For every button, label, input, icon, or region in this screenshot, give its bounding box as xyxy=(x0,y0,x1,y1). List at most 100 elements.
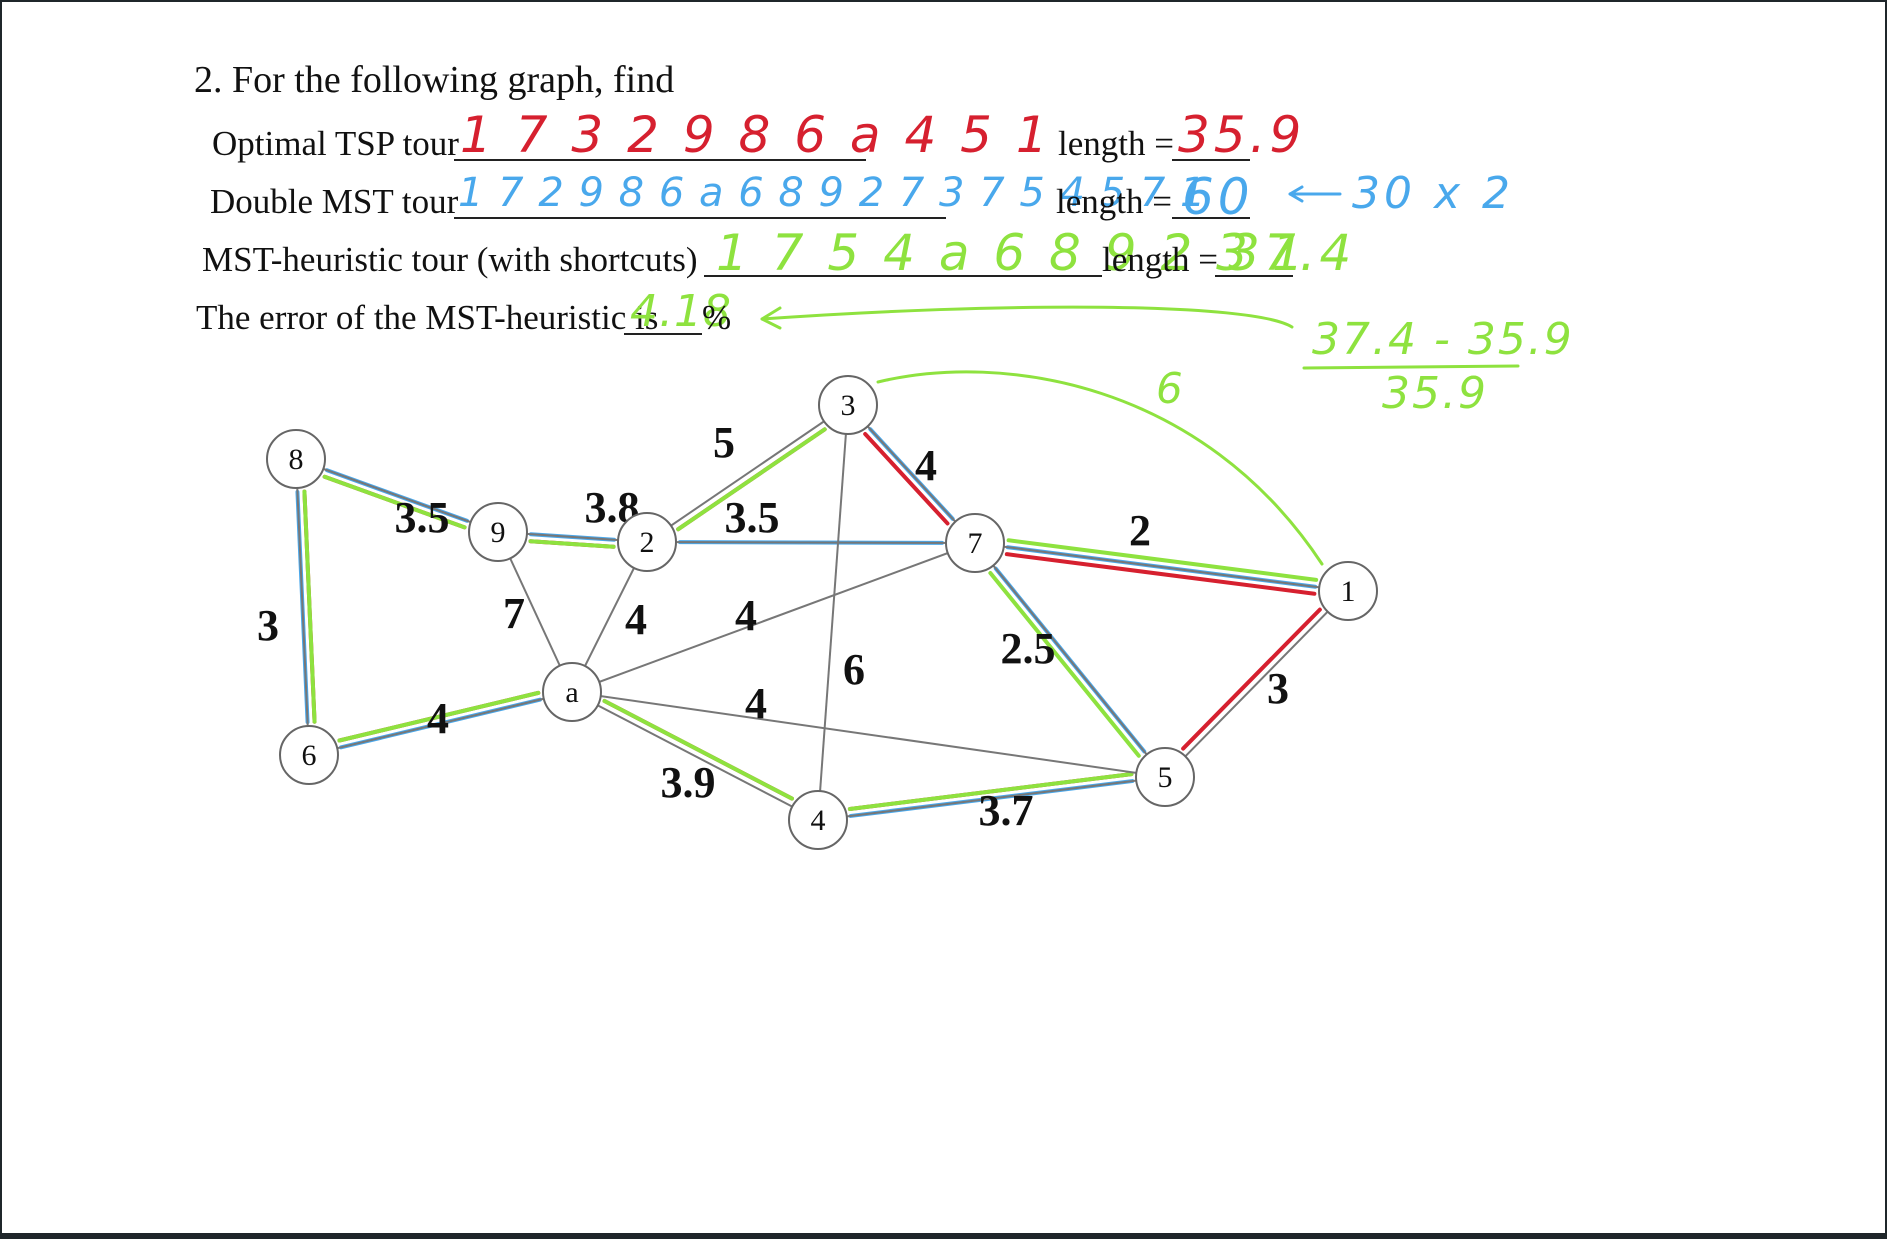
node-label-7: 7 xyxy=(968,527,983,560)
question-title: 2. For the following graph, find xyxy=(194,59,675,101)
highlight-green-2-3 xyxy=(676,427,827,532)
mst-heuristic-answer: 1 7 5 4 a 6 8 9 2 3 1 xyxy=(716,224,1308,282)
edge-8-9 xyxy=(295,458,499,533)
error-label: The error of the MST-heuristic is xyxy=(196,298,659,337)
edge-weight-2-7: 3.5 xyxy=(725,493,780,542)
node-label-a: a xyxy=(565,676,578,709)
edge-weight-9-a: 7 xyxy=(503,589,525,638)
percent-sign: % xyxy=(702,298,732,337)
highlight-green-7-5 xyxy=(988,571,1141,758)
shortcut-edge-weight: 6 xyxy=(1156,364,1187,413)
edge-weight-3-4: 6 xyxy=(843,645,865,694)
node-9: 9 xyxy=(468,502,528,562)
edge-1-5 xyxy=(1164,590,1349,778)
tsp-tour-answer: 1 7 3 2 9 8 6 a 4 5 1 xyxy=(460,106,1052,164)
error-calc-denominator: 35.9 xyxy=(1382,368,1488,419)
tsp-length-label: length = xyxy=(1058,124,1174,163)
mst-heuristic-length-label: length = xyxy=(1102,240,1218,279)
node-label-3: 3 xyxy=(841,389,856,422)
double-mst-note: 30 x 2 xyxy=(1352,168,1514,219)
highlight-green-9-2 xyxy=(528,539,616,549)
double-mst-label: Double MST tour xyxy=(210,182,459,221)
highlight-green-4-a xyxy=(602,699,794,801)
node-circle-7 xyxy=(945,513,1005,573)
node-6: 6 xyxy=(279,725,339,785)
node-label-6: 6 xyxy=(302,739,317,772)
highlight-green-8-9 xyxy=(322,474,467,530)
edge-weight-a-5: 4 xyxy=(745,679,767,728)
tsp-length-blank xyxy=(1172,159,1250,161)
edge-4-5 xyxy=(817,776,1166,821)
highlight-red-5-1 xyxy=(1181,607,1322,751)
mst-heuristic-length-blank xyxy=(1215,275,1293,277)
tsp-tour-blank xyxy=(454,159,866,161)
edge-weight-2-3: 5 xyxy=(713,418,735,467)
highlight-red-7-3 xyxy=(863,432,950,526)
edge-a-5 xyxy=(571,691,1166,778)
node-layer: 8 9 2 3 7 1 6 a 4 5 xyxy=(266,375,1378,850)
node-7: 7 xyxy=(945,513,1005,573)
edge-a-4 xyxy=(571,691,819,821)
node-5: 5 xyxy=(1135,747,1195,807)
error-calc-numerator: 37.4 - 35.9 xyxy=(1312,314,1574,365)
double-mst-blank xyxy=(454,217,946,219)
edge-weight-7-1: 2 xyxy=(1129,506,1151,555)
double-mst-length-blank xyxy=(1172,217,1250,219)
node-circle-1 xyxy=(1318,561,1378,621)
highlight-green-a-6 xyxy=(337,690,541,743)
edge-weight-7-5: 2.5 xyxy=(1001,624,1056,673)
node-a: a xyxy=(542,662,602,722)
double-mst-length-answer: 60 xyxy=(1182,168,1254,226)
node-2: 2 xyxy=(617,512,677,572)
edge-weight-2-a: 4 xyxy=(625,595,647,644)
node-circle-a xyxy=(542,662,602,722)
edge-weight-1-5: 3 xyxy=(1267,664,1289,713)
edge-2-3 xyxy=(646,404,849,543)
node-circle-5 xyxy=(1135,747,1195,807)
edge-weight-8-9: 3.5 xyxy=(395,493,450,542)
edge-8-6 xyxy=(295,458,310,756)
edge-7-1 xyxy=(974,542,1349,592)
edge-weight-6-a: 4 xyxy=(427,694,449,743)
highlight-green-1-7 xyxy=(1006,538,1319,582)
node-1: 1 xyxy=(1318,561,1378,621)
annotation-marks xyxy=(760,185,1520,566)
edge-6-a xyxy=(308,691,573,756)
node-4: 4 xyxy=(788,790,848,850)
optimal-tsp-label: Optimal TSP tour xyxy=(212,124,459,163)
edge-7-5 xyxy=(974,542,1166,778)
node-label-4: 4 xyxy=(811,804,826,837)
edge-weight-a-4: 3.9 xyxy=(661,758,716,807)
mst-heuristic-blank xyxy=(704,275,1102,277)
error-answer: 4.18 xyxy=(630,286,732,337)
arrow-error-green xyxy=(760,305,1294,330)
node-8: 8 xyxy=(266,429,326,489)
node-3: 3 xyxy=(818,375,878,435)
edge-layer xyxy=(295,404,1349,821)
error-blank xyxy=(624,333,702,335)
edge-3-4 xyxy=(817,404,849,821)
node-label-9: 9 xyxy=(491,516,506,549)
highlight-green-6-8 xyxy=(302,489,317,724)
node-label-8: 8 xyxy=(289,443,304,476)
node-circle-9 xyxy=(468,502,528,562)
edge-weight-7-a: 4 xyxy=(735,591,757,640)
node-circle-8 xyxy=(266,429,326,489)
node-label-5: 5 xyxy=(1158,761,1173,794)
node-circle-6 xyxy=(279,725,339,785)
fraction-bar-green xyxy=(1302,364,1520,370)
highlight-green-5-4 xyxy=(847,772,1134,811)
edge-weight-4-5: 3.7 xyxy=(979,786,1034,835)
edge-weight-3-7: 4 xyxy=(915,441,937,490)
tsp-length-answer: 35.9 xyxy=(1178,106,1306,164)
node-circle-2 xyxy=(617,512,677,572)
highlight-red-1-7 xyxy=(1004,552,1317,596)
arrow-note-blue xyxy=(1288,185,1342,203)
double-mst-length-label: length = xyxy=(1056,182,1172,221)
node-circle-4 xyxy=(788,790,848,850)
mst-heuristic-label: MST-heuristic tour (with shortcuts) xyxy=(202,240,698,279)
edge-weight-8-6: 3 xyxy=(257,601,279,650)
